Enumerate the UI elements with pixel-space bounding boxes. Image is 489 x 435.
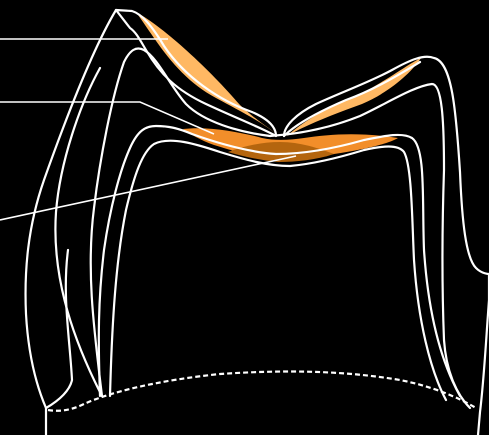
tooth-diagram: [0, 0, 489, 435]
diagram-stage: [0, 0, 489, 435]
